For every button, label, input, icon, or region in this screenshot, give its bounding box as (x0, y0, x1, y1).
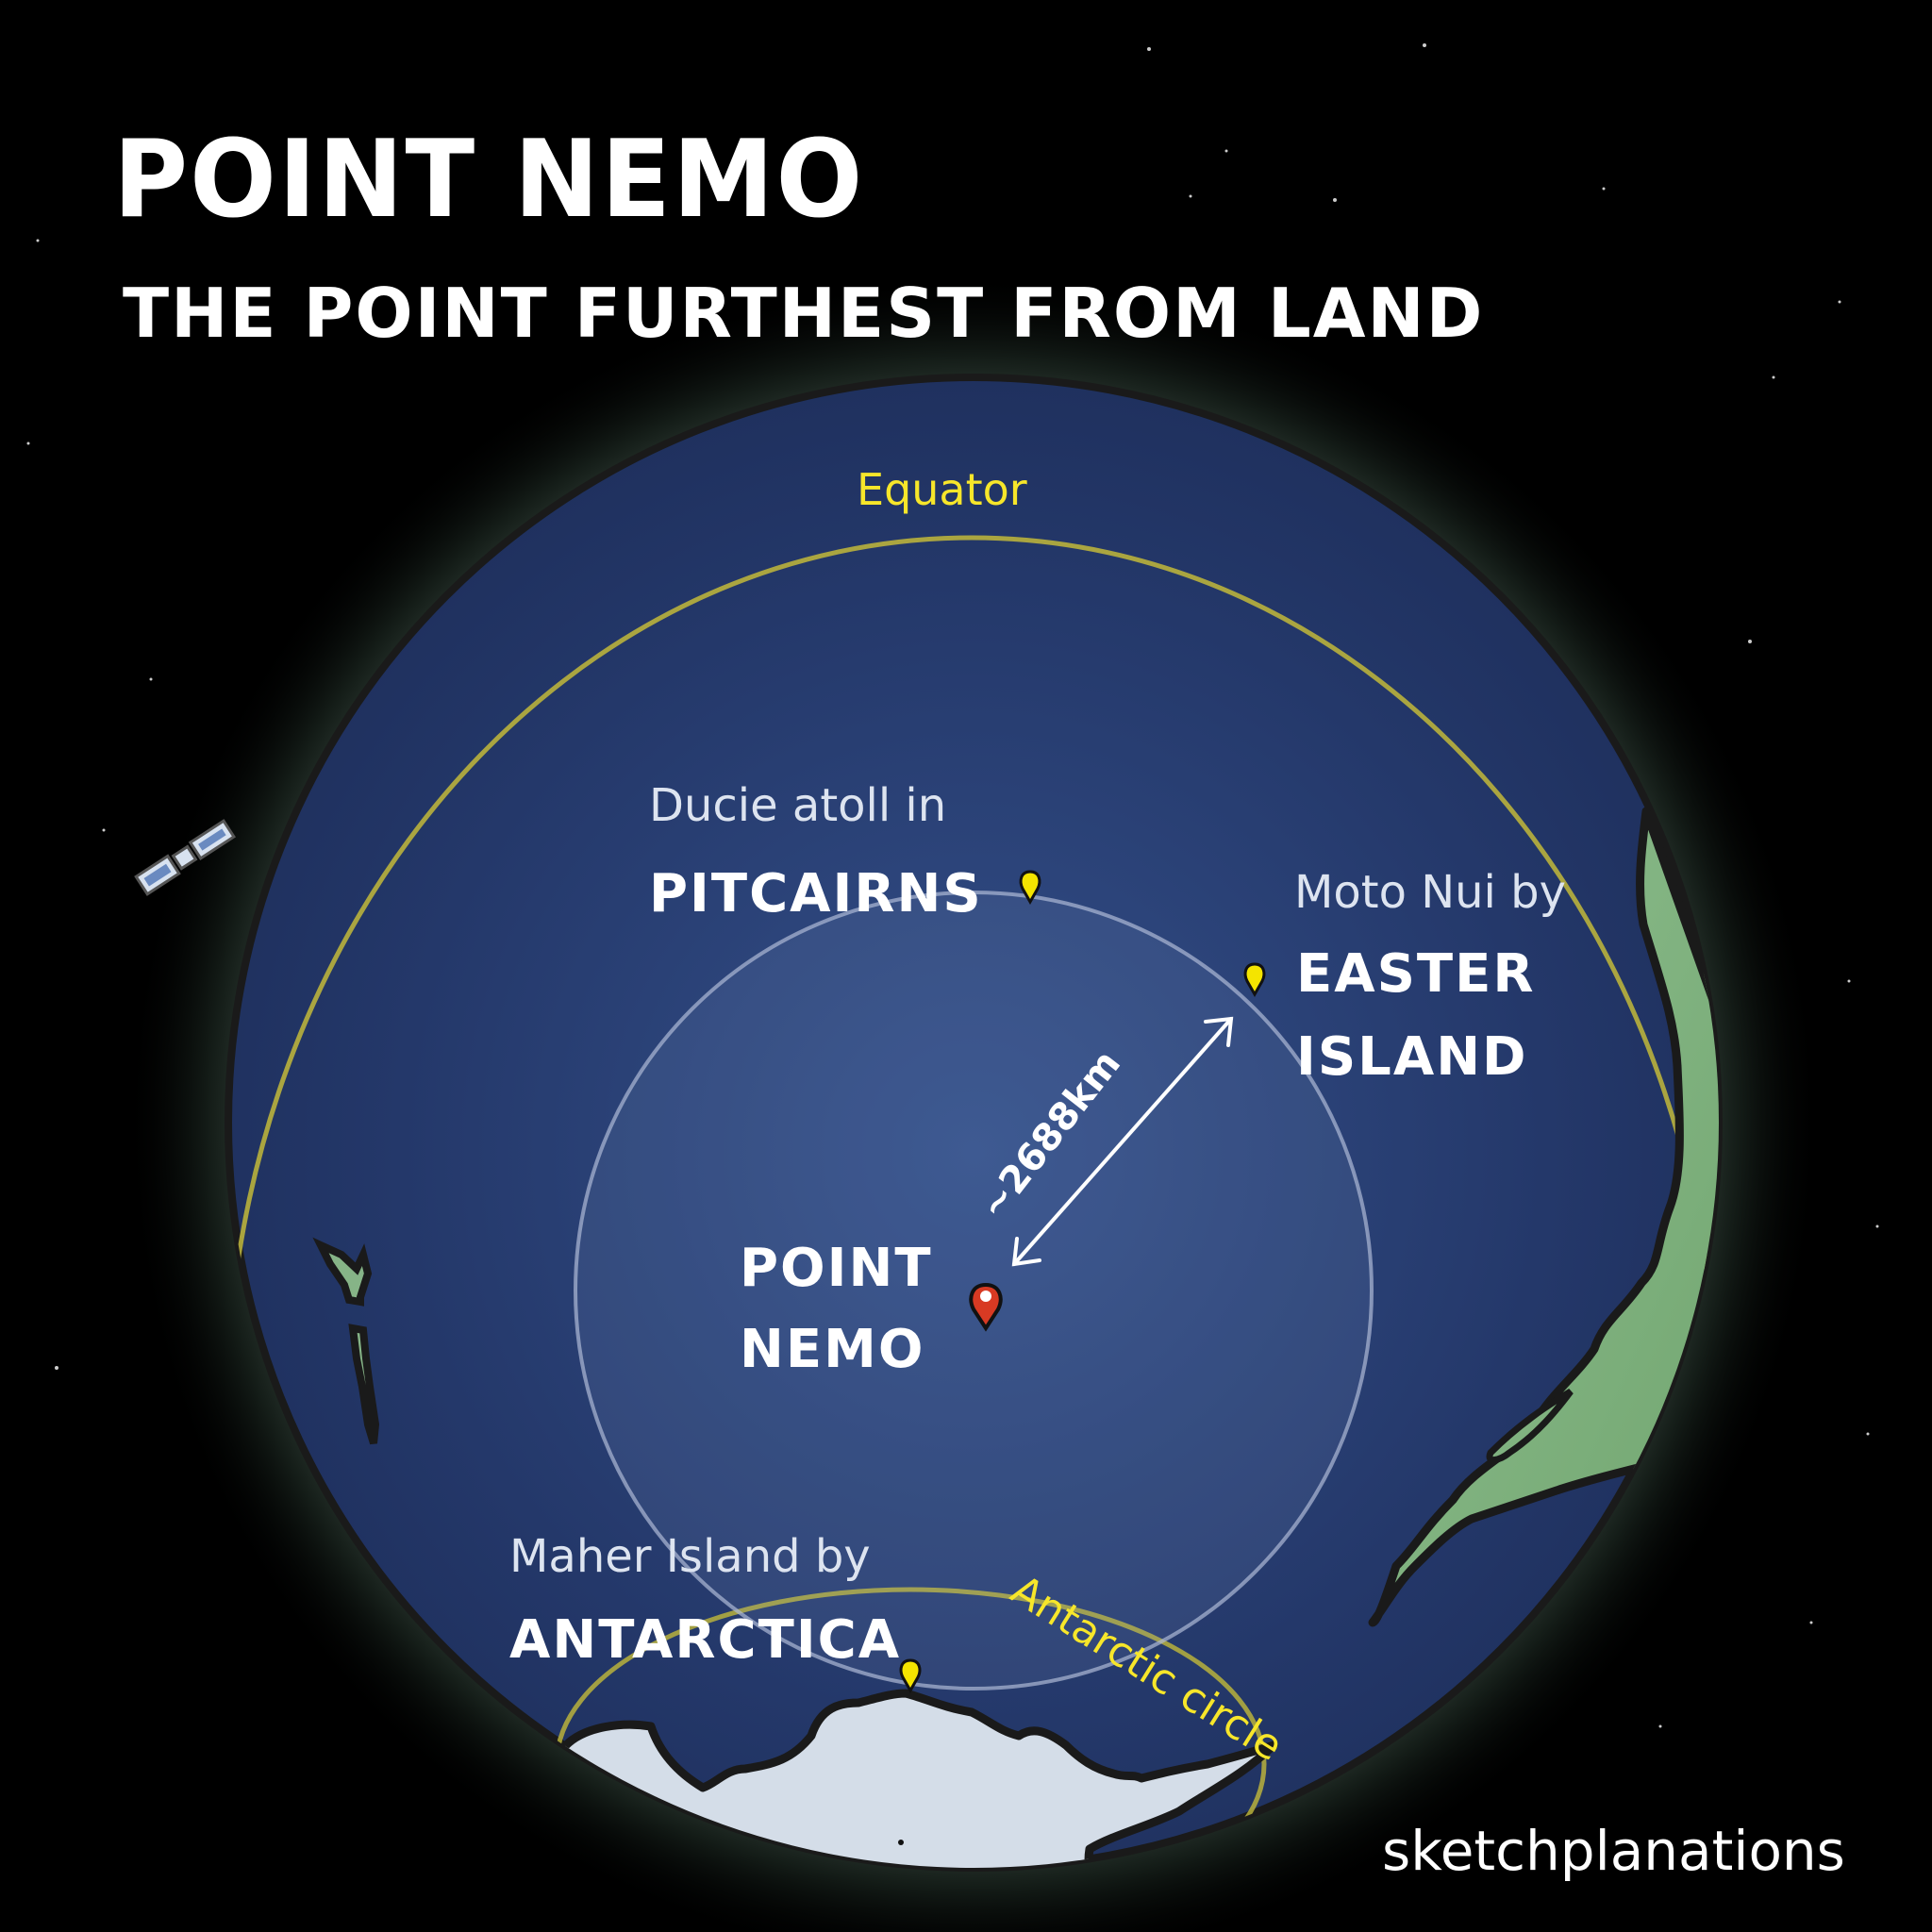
antarctica-label-line1: Maher Island by (509, 1530, 871, 1583)
south-pole-dot (898, 1840, 904, 1845)
page-subtitle: THE POINT FURTHEST FROM LAND (123, 274, 1485, 353)
page-title: POINT NEMO (113, 117, 865, 242)
easter-label-line2: EASTER (1296, 943, 1536, 1005)
distance-arrow (1011, 1016, 1234, 1267)
equator-label: Equator (857, 464, 1027, 515)
pitcairn-label-line1: Ducie atoll in (649, 779, 947, 832)
antarctica-landmass (524, 1689, 1278, 1868)
point-nemo-label-line1: POINT (740, 1238, 933, 1299)
easter-island-pin[interactable] (1243, 962, 1266, 998)
pitcairn-label-line2: PITCAIRNS (649, 863, 983, 924)
new-zealand-south-island (348, 1324, 380, 1445)
antarctica-label-line2: ANTARCTICA (509, 1609, 902, 1671)
easter-label-line1: Moto Nui by (1294, 866, 1567, 919)
pitcairn-pin[interactable] (1019, 870, 1041, 906)
easter-label-line3: ISLAND (1296, 1026, 1528, 1088)
point-nemo-pin[interactable] (969, 1282, 1003, 1332)
brand-signature: sketchplanations (1382, 1819, 1845, 1883)
maher-island-pin[interactable] (899, 1658, 922, 1694)
stars (26, 43, 1879, 1728)
satellite-icon (134, 819, 236, 896)
point-nemo-label-line2: NEMO (740, 1319, 925, 1380)
new-zealand-north-island (312, 1237, 373, 1307)
south-america-peninsula (1486, 1388, 1574, 1463)
